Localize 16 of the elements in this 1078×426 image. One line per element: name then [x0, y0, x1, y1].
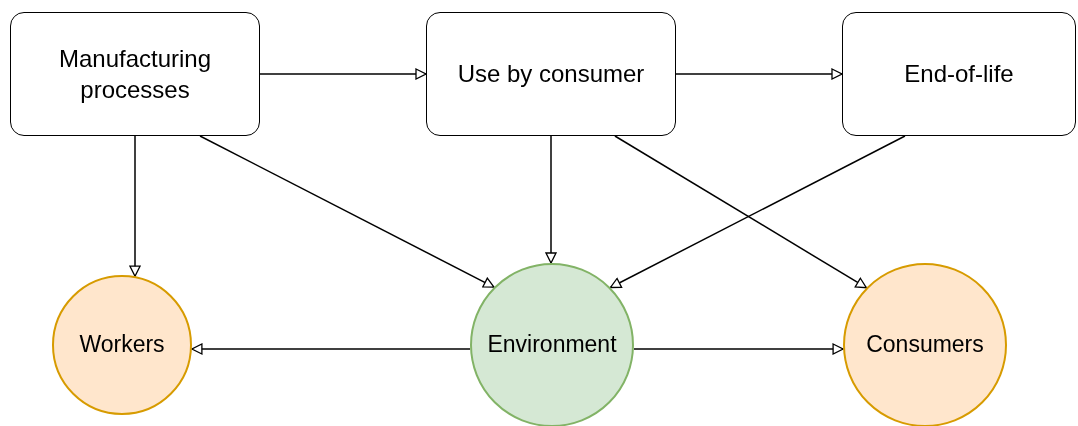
arrow [191, 343, 471, 355]
node-label: Manufacturing processes [57, 43, 213, 105]
node-label: Environment [487, 330, 617, 360]
node-label: Consumers [866, 330, 984, 360]
process-box [842, 12, 1076, 136]
process-box [10, 12, 260, 136]
node-label: End-of-life [904, 59, 1014, 90]
arrow [675, 68, 843, 80]
process-box [426, 12, 676, 136]
arrow [633, 343, 844, 355]
arrow [545, 135, 557, 264]
arrow [199, 135, 495, 288]
node-label: Use by consumer [457, 59, 645, 90]
arrow [259, 68, 427, 80]
arrow [129, 135, 141, 277]
node-label: Workers [79, 330, 165, 360]
